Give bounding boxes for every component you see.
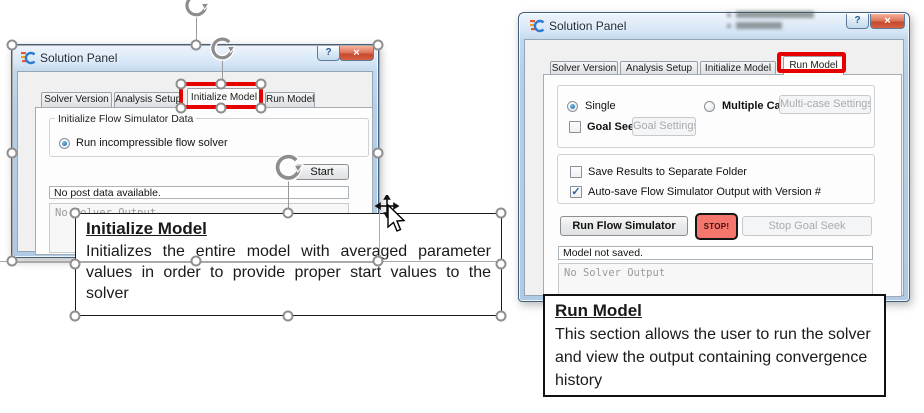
selection-handle[interactable] [495,207,507,219]
selection-handle[interactable] [255,102,267,114]
selection-handle[interactable] [495,310,507,322]
selection-handle[interactable] [495,258,507,270]
selection-handle[interactable] [372,147,384,159]
solution-panel-dialog-run-model: Solution Panel ? × Solver Version Analys… [518,12,910,302]
run-flow-simulator-button[interactable]: Run Flow Simulator [560,216,688,236]
single-radio[interactable] [567,101,578,112]
selection-handle[interactable] [372,255,384,267]
rotation-leader-line [288,180,289,213]
initialize-model-callout[interactable]: Initialize Model Initializes the entire … [75,213,502,316]
check-icon: ✓ [571,186,581,198]
run-model-callout[interactable]: Run Model This section allows the user t… [543,294,886,397]
title-bar: Solution Panel ? × [12,45,378,71]
save-results-checkbox[interactable] [570,166,582,178]
goal-settings-button[interactable]: Goal Settings [632,117,696,136]
tab-analysis-setup[interactable]: Analysis Setup [620,61,698,75]
background-bullet-dot [727,13,731,17]
close-button[interactable]: × [339,46,374,61]
alignment-guide-line [0,261,503,262]
tab-run-model[interactable]: Run Model [265,92,315,107]
save-results-label: Save Results to Separate Folder [588,166,747,178]
selection-handle[interactable] [6,147,18,159]
solver-output-area: No Solver Output [558,263,873,296]
selection-handle[interactable] [69,258,81,270]
save-options-group [557,154,875,204]
run-mode-group [557,85,875,148]
selection-handle[interactable] [175,102,187,114]
selection-handle[interactable] [190,39,202,51]
background-text-smudge [736,22,782,29]
rotation-leader-line [196,16,197,45]
multiple-cases-radio[interactable] [704,101,715,112]
close-button[interactable]: × [870,14,905,29]
autosave-checkbox[interactable]: ✓ [570,186,582,198]
tab-analysis-setup[interactable]: Analysis Setup [114,92,181,107]
selection-handle[interactable] [6,255,18,267]
tab-solver-version[interactable]: Solver Version [550,61,618,75]
rotate-handle-icon[interactable] [183,0,210,20]
selection-handle[interactable] [215,102,227,114]
multi-case-settings-button[interactable]: Multi-case Settings [779,95,871,114]
window-title: Solution Panel [549,19,627,33]
rotate-handle-icon[interactable] [209,36,236,63]
tab-solver-version[interactable]: Solver Version [41,92,112,107]
start-button[interactable]: Start [295,164,349,180]
goal-seek-checkbox[interactable] [569,121,581,133]
selection-handle[interactable] [6,39,18,51]
tab-initialize-model[interactable]: Initialize Model [700,61,776,75]
goal-seek-label: Goal Seek [587,121,641,133]
selection-handle[interactable] [255,78,267,90]
callout-heading: Run Model [555,301,642,320]
model-status-field: Model not saved. [558,246,873,260]
app-icon [530,18,545,33]
selection-handle[interactable] [282,207,294,219]
incompressible-radio[interactable] [59,138,70,149]
dialog-client-area: Solver Version Analysis Setup Initialize… [524,39,904,297]
autosave-label: Auto-save Flow Simulator Output with Ver… [588,186,821,198]
selection-handle[interactable] [190,255,202,267]
callout-body: Initializes the entire model with averag… [86,243,491,302]
stop-button[interactable]: STOP! [695,213,738,240]
post-data-status-field: No post data available. [49,186,349,199]
selection-handle[interactable] [69,310,81,322]
help-button[interactable]: ? [846,14,869,29]
background-bullet-dot [727,24,731,28]
background-text-smudge [736,11,814,18]
selection-handle[interactable] [69,207,81,219]
window-title: Solution Panel [40,51,118,65]
selection-handle[interactable] [372,39,384,51]
single-label: Single [585,100,616,112]
callout-body: This section allows the user to run the … [555,326,871,389]
app-icon [21,50,36,65]
incompressible-label: Run incompressible flow solver [76,137,228,149]
selection-handle[interactable] [282,310,294,322]
callout-heading: Initialize Model [86,219,207,238]
rotate-handle-icon[interactable] [273,153,304,184]
group-title: Initialize Flow Simulator Data [55,113,197,125]
initialize-data-group [49,118,369,157]
rotation-leader-line [222,60,223,84]
selection-handle[interactable] [175,78,187,90]
move-cursor-icon [374,195,406,232]
stop-goal-seek-button[interactable]: Stop Goal Seek [742,216,872,236]
help-button[interactable]: ? [317,46,340,61]
title-bar: Solution Panel ? × [519,13,909,39]
run-model-highlight-box[interactable] [777,52,846,73]
selection-handle[interactable] [215,78,227,90]
